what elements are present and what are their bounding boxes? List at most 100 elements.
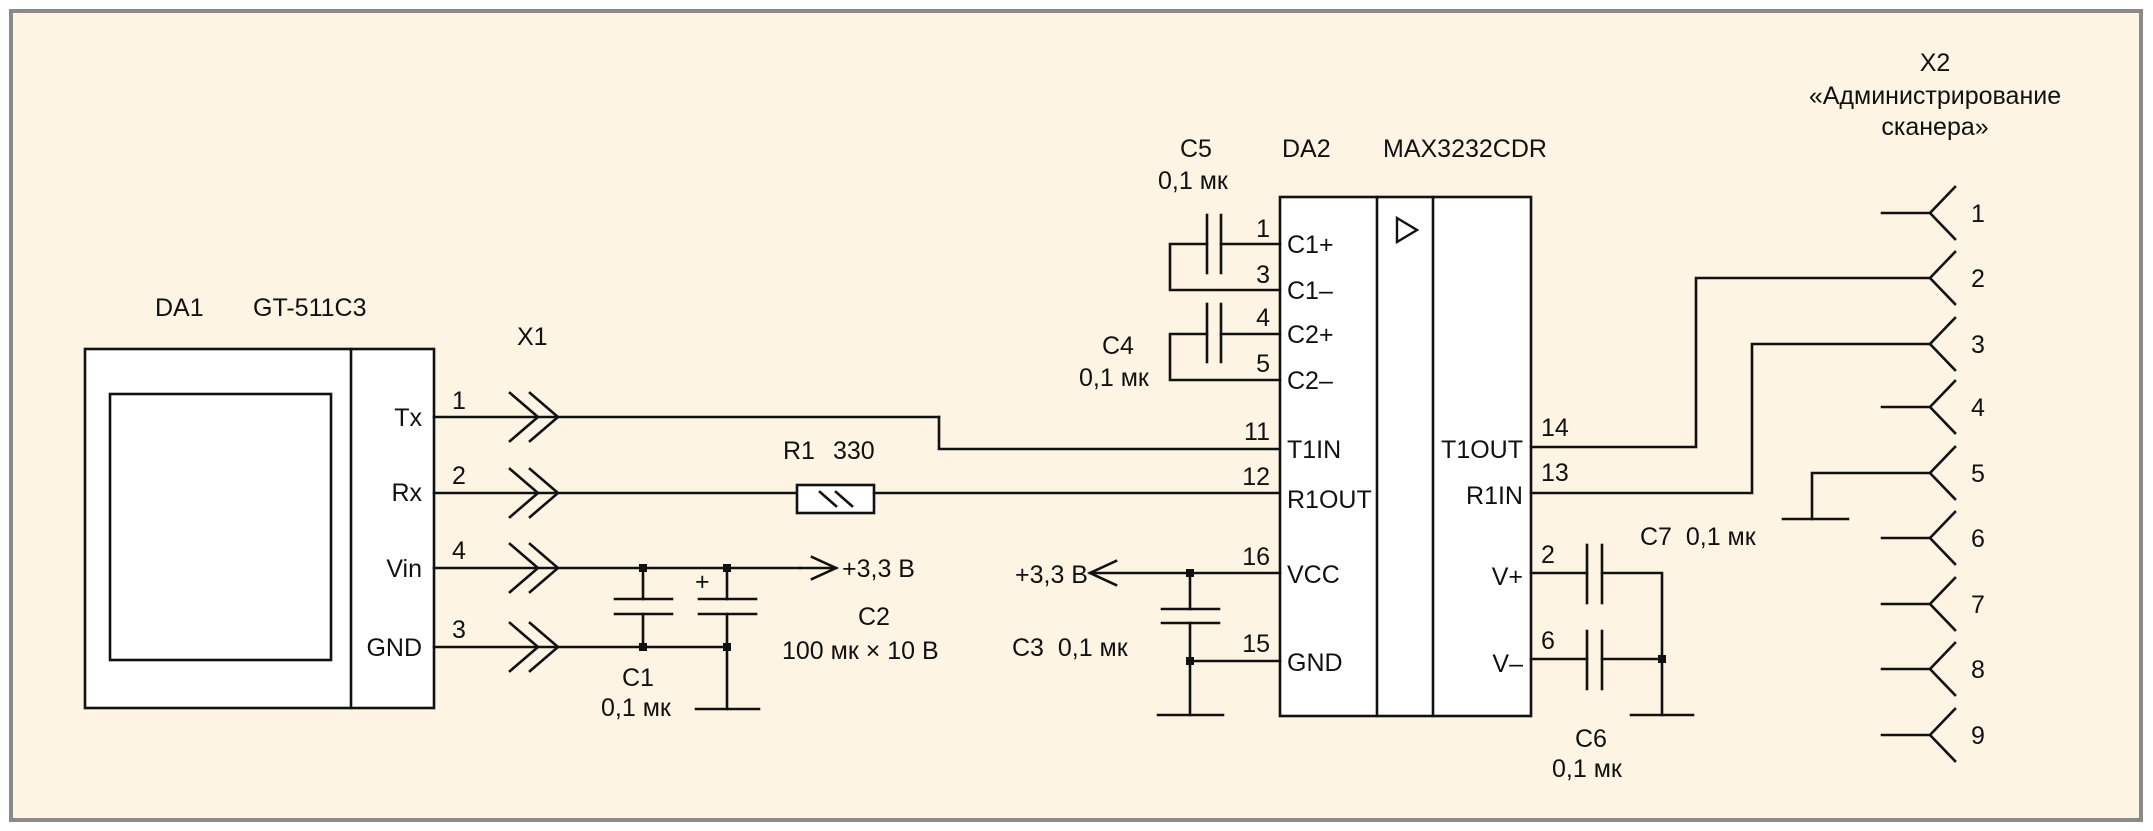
da2-pin-c1p: C1+ <box>1287 231 1334 259</box>
x1-pin-num-1: 1 <box>452 387 466 415</box>
wire-r1in-x2pin3 <box>1529 342 1932 495</box>
socket-contact-icon <box>1928 445 1957 501</box>
c7-label: C7 0,1 мк <box>1640 523 1757 551</box>
x2-pin-8: 8 <box>1880 641 1985 697</box>
capacitor-c2 <box>694 564 761 711</box>
x2-pin-num: 5 <box>1971 460 1985 488</box>
da2-num-3: 3 <box>1256 261 1270 289</box>
da2-pin-r1in: R1IN <box>1466 482 1523 510</box>
da2-pin-gnd: GND <box>1287 649 1343 677</box>
socket-contact-icon <box>1928 707 1957 763</box>
socket-contact-icon <box>1928 576 1957 632</box>
da2-pin-vcc: VCC <box>1287 561 1340 589</box>
socket-contact-icon <box>1928 510 1957 566</box>
c4-value: 0,1 мк <box>1079 364 1150 392</box>
da2-ref: DA2 <box>1282 135 1331 163</box>
wire-t1out-x2pin2 <box>1529 276 1932 449</box>
r1-value: 330 <box>833 437 875 465</box>
c4-ref: C4 <box>1102 332 1134 360</box>
c5-ref: C5 <box>1180 135 1212 163</box>
da2-pin-r1out: R1OUT <box>1287 486 1372 514</box>
x2-pin-2: 2 <box>1928 250 1985 306</box>
da2-num-16: 16 <box>1242 543 1270 571</box>
da2-num-2: 2 <box>1541 541 1555 569</box>
supply-label-left: +3,3 В <box>1015 561 1088 589</box>
da2-part: MAX3232CDR <box>1383 135 1547 163</box>
da2-num-6: 6 <box>1541 627 1555 655</box>
x2-pin-4: 4 <box>1880 379 1985 435</box>
x2-title-line1: «Администрирование <box>1809 82 2061 110</box>
wire-x2pin5-ground <box>1810 471 1932 521</box>
da1-sensor-window <box>108 392 333 662</box>
socket-contact-icon <box>1928 316 1957 372</box>
x2-pin-num: 3 <box>1971 331 1985 359</box>
r1-ref: R1 <box>783 437 815 465</box>
da2-num-1: 1 <box>1256 215 1270 243</box>
x2-connector: 1 2 3 4 5 6 7 8 9 <box>1880 185 1985 763</box>
x2-pin-9: 9 <box>1880 707 1985 763</box>
x2-pin-6: 6 <box>1880 510 1985 566</box>
x1-pin-num-4: 4 <box>452 537 466 565</box>
capacitor-c3 <box>1086 559 1282 717</box>
socket-contact-icon <box>1928 641 1957 697</box>
da2-num-13: 13 <box>1541 459 1569 487</box>
x2-pin-num: 2 <box>1971 265 1985 293</box>
capacitor-c6 <box>1529 629 1695 717</box>
x2-pin-num: 9 <box>1971 722 1985 750</box>
da2-pin-c1m: C1– <box>1287 277 1333 305</box>
x1-ref: X1 <box>517 323 548 351</box>
da1-pin-tx: Tx <box>394 404 422 432</box>
x1-pin-num-3: 3 <box>452 616 466 644</box>
x2-pin-num: 7 <box>1971 591 1985 619</box>
da2-body <box>1278 195 1533 718</box>
c6-value: 0,1 мк <box>1552 755 1623 783</box>
da2-pin-vminus: V– <box>1492 650 1523 678</box>
capacitor-c7 <box>1529 543 1664 717</box>
x2-pin-7: 7 <box>1880 576 1985 632</box>
x2-pin-num: 8 <box>1971 656 1985 684</box>
wire-tx-t1in <box>937 415 1282 451</box>
x2-pin-num: 4 <box>1971 394 1985 422</box>
da2-num-14: 14 <box>1541 414 1569 442</box>
da1-ref: DA1 <box>155 294 204 322</box>
c2-value: 100 мк × 10 В <box>782 637 939 665</box>
da1-pin-gnd: GND <box>366 634 422 662</box>
c6-ref: C6 <box>1575 725 1607 753</box>
da1-part: GT-511C3 <box>253 294 366 322</box>
c1-value: 0,1 мк <box>601 694 672 722</box>
da2-pin-t1out: T1OUT <box>1441 436 1523 464</box>
da2-num-4: 4 <box>1256 304 1270 332</box>
socket-contact-icon <box>1928 379 1957 435</box>
da1-pin-vin: Vin <box>386 555 422 583</box>
x2-title-line2: сканера» <box>1881 113 1988 141</box>
da2-num-15: 15 <box>1242 630 1270 658</box>
x2-pin-5: 5 <box>1928 445 1985 501</box>
da2-pin-c2m: C2– <box>1287 367 1333 395</box>
x2-ref: X2 <box>1920 49 1951 77</box>
da2-pin-c2p: C2+ <box>1287 321 1334 349</box>
capacitor-c4 <box>1168 302 1282 382</box>
supply-arrow-left <box>1086 559 1118 587</box>
buffer-triangle-icon <box>1395 215 1420 245</box>
c2-ref: C2 <box>858 603 890 631</box>
x1-pin-num-2: 2 <box>452 462 466 490</box>
da1-pin-rx: Rx <box>391 479 422 507</box>
c5-value: 0,1 мк <box>1158 167 1229 195</box>
x2-pin-3: 3 <box>1928 316 1985 372</box>
da2-num-11: 11 <box>1244 418 1270 446</box>
resistor-r1 <box>795 483 1282 515</box>
capacitor-c5 <box>1168 213 1282 292</box>
da1-module <box>83 347 436 710</box>
x2-pin-1: 1 <box>1880 185 1985 241</box>
socket-contact-icon <box>1928 250 1957 306</box>
socket-contact-icon <box>1928 185 1957 241</box>
x2-pin-num: 1 <box>1971 200 1985 228</box>
x1-connector <box>432 391 941 673</box>
c2-polarity: + <box>695 568 710 596</box>
capacitor-c1 <box>613 564 674 651</box>
x2-pin-num: 6 <box>1971 525 1985 553</box>
da2-pin-vplus: V+ <box>1492 563 1523 591</box>
c1-ref: C1 <box>622 664 654 692</box>
supply-label-right: +3,3 В <box>842 555 915 583</box>
